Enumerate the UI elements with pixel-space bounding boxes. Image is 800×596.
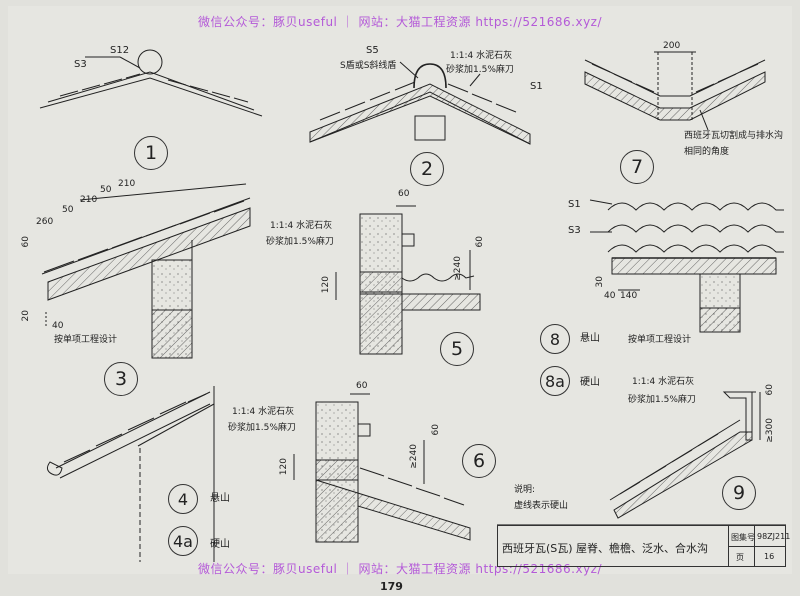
label-4a-flush: 硬山	[210, 539, 230, 550]
detail-4-marker: 4	[168, 484, 198, 514]
detail-8a-marker: 8a	[540, 366, 570, 396]
mortar-5-line1: 1:1:4 水泥石灰	[270, 221, 333, 231]
detail-6-marker: 6	[462, 444, 496, 478]
note-7-line1: 西班牙瓦切割成与排水沟	[684, 131, 784, 141]
title-block-title: 西班牙瓦(S瓦) 屋脊、檐檐、泛水、合水沟	[502, 542, 709, 555]
detail-4-verge	[46, 386, 215, 562]
detail-8-gable	[589, 199, 784, 333]
page-number: 179	[380, 580, 403, 593]
detail-7-valley	[584, 51, 766, 131]
label-s5: S5	[366, 45, 379, 56]
dim-5-60: 60	[398, 189, 410, 199]
dim-8-30: 30	[595, 276, 605, 288]
detail-2-marker: 2	[410, 152, 444, 186]
mortar-5-line2: 砂浆加1.5%麻刀	[266, 237, 334, 247]
detail-9-gutter	[609, 391, 761, 519]
mortar-9-line2: 砂浆加1.5%麻刀	[628, 395, 696, 405]
mortar-9-line1: 1:1:4 水泥石灰	[632, 377, 695, 387]
detail-5-marker: 5	[440, 332, 474, 366]
dim-6-60b: 60	[431, 424, 441, 436]
note-7-line2: 相同的角度	[684, 147, 730, 157]
mortar-2-line1: 1:1:4 水泥石灰	[450, 51, 513, 61]
label-8a-flush: 硬山	[580, 377, 600, 388]
detail-9-marker: 9	[722, 476, 756, 510]
dim-210b: 210	[118, 179, 136, 189]
label-8-s3: S3	[568, 225, 581, 236]
atlas-number: 98ZJ211	[757, 532, 791, 541]
dim-3-60: 60	[21, 236, 31, 248]
watermark-top: 微信公众号：豚贝useful ｜ 网站：大猫工程资源 https://52168…	[197, 15, 603, 29]
mortar-4-line1: 1:1:4 水泥石灰	[232, 407, 295, 417]
dim-50a: 50	[62, 205, 74, 215]
dim-3-20: 20	[21, 310, 31, 322]
dim-50b: 50	[100, 185, 112, 195]
dim-9-300: ≥300	[765, 418, 775, 443]
notes-heading: 说明:	[514, 485, 536, 495]
watermark-bottom: 微信公众号：豚贝useful ｜ 网站：大猫工程资源 https://52168…	[197, 562, 603, 576]
detail-1-marker: 1	[134, 136, 168, 170]
detail-5-parapet	[335, 205, 481, 355]
mortar-2-line2: 砂浆加1.5%麻刀	[446, 65, 514, 75]
mortar-4-line2: 砂浆加1.5%麻刀	[228, 423, 296, 433]
detail-3-eave	[41, 183, 251, 359]
notes-text: 虚线表示硬山	[514, 501, 569, 511]
detail-7-marker: 7	[620, 150, 654, 184]
dim-3-40: 40	[52, 321, 64, 331]
detail-8-marker: 8	[540, 324, 570, 354]
label-shield: S盾或S斜线盾	[340, 61, 397, 71]
label-s3: S3	[74, 59, 87, 70]
dim-5-60b: 60	[475, 236, 485, 248]
dim-8-40: 40	[604, 291, 616, 301]
page-number-block: 16	[764, 552, 775, 561]
detail-3-marker: 3	[104, 362, 138, 396]
dim-210a: 210	[80, 195, 98, 205]
dim-6-60: 60	[356, 381, 368, 391]
note-3: 按单项工程设计	[54, 335, 118, 345]
dim-5-240: ≥240	[453, 256, 463, 281]
dim-9-60: 60	[765, 384, 775, 396]
dim-260: 260	[36, 217, 54, 227]
page-label: 页	[736, 553, 744, 562]
atlas-label: 图集号	[731, 533, 755, 542]
dim-6-120: 120	[279, 458, 289, 476]
dim-200: 200	[663, 41, 681, 51]
label-s12: S12	[110, 45, 130, 56]
detail-4a-marker: 4a	[168, 526, 198, 556]
label-8-s1: S1	[568, 199, 581, 210]
label-8-overhang: 悬山	[580, 333, 600, 344]
note-8: 按单项工程设计	[628, 335, 692, 345]
detail-6-parapet	[293, 393, 471, 543]
dim-6-240: ≥240	[409, 444, 419, 469]
title-block: 西班牙瓦(S瓦) 屋脊、檐檐、泛水、合水沟 图集号 98ZJ211 页 16	[497, 525, 790, 567]
detail-1-ridge	[39, 49, 263, 117]
label-4-overhang: 悬山	[210, 493, 230, 504]
detail-2-ridge-mortar	[309, 61, 531, 145]
label-s1: S1	[530, 81, 543, 92]
dim-8-140: 140	[620, 291, 638, 301]
dim-5-120: 120	[321, 276, 331, 294]
